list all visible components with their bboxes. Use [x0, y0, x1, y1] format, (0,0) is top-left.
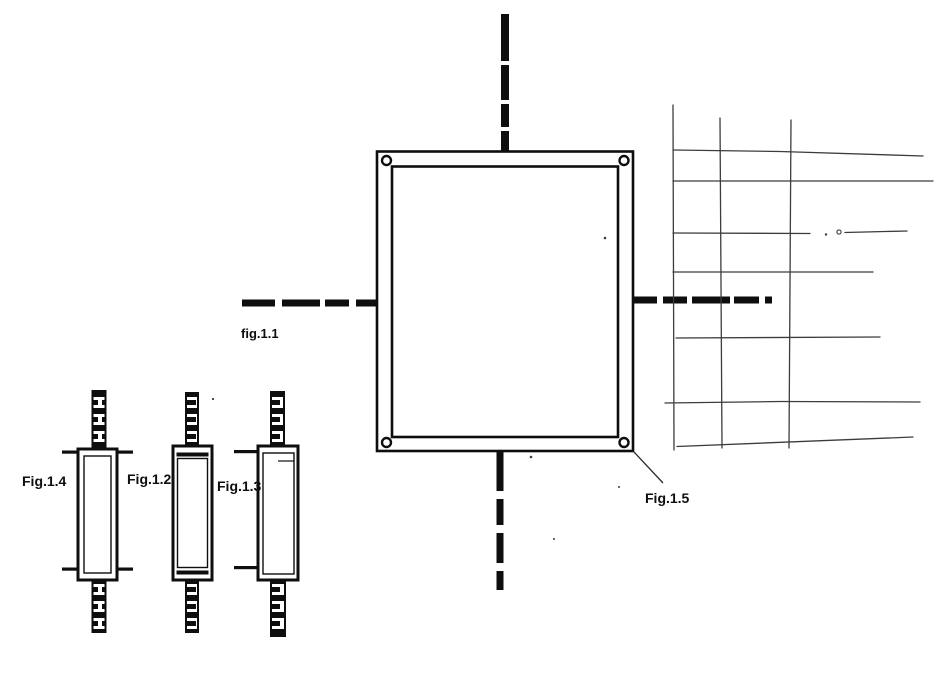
grid-horizontal-line: [675, 336, 881, 339]
grid-vertical-line: [788, 119, 792, 449]
speck: [211, 397, 215, 401]
grid-horizontal-line: [676, 436, 914, 448]
flange-top-left: [234, 450, 258, 454]
grid-horizontal-line: [672, 149, 924, 157]
label-fig-1-4: Fig.1.4: [22, 473, 67, 489]
grid-vertical-line: [719, 117, 723, 449]
label-fig-1-3: Fig.1.3: [217, 478, 262, 494]
component-fig-1-3: [234, 391, 300, 637]
corner-hole-bottom-right: [618, 436, 630, 449]
flange-bottom-right: [117, 567, 133, 571]
flange-bottom-left: [62, 567, 78, 571]
centerlines: [242, 14, 772, 590]
speck: [824, 233, 828, 236]
speck: [618, 486, 620, 488]
scan-specks: [211, 229, 842, 540]
label-fig-1-2: Fig.1.2: [127, 471, 172, 487]
threaded-rod-top: [185, 392, 199, 448]
component-body-inner-line: [176, 457, 209, 569]
end-cap-top: [176, 452, 209, 457]
corner-hole-top-left: [380, 154, 393, 167]
threaded-rod-top: [91, 390, 107, 450]
flange-top-left: [62, 450, 78, 454]
threaded-rod-top: [270, 391, 285, 448]
flange-bottom-left: [234, 566, 258, 570]
wall-grid: [664, 104, 934, 451]
speck: [529, 455, 533, 459]
center-plate-assembly: [375, 150, 635, 453]
label-fig-1-5: Fig.1.5: [645, 490, 690, 506]
threaded-rod-bottom: [270, 579, 286, 637]
component-body: [171, 444, 214, 582]
threaded-rod-bottom: [185, 579, 199, 633]
component-body-inner-line: [262, 452, 295, 575]
component-fig-1-4: [62, 390, 133, 633]
label-fig-1-1: fig.1.1: [241, 326, 279, 341]
speck: [603, 236, 607, 240]
grid-horizontal-line: [664, 400, 921, 404]
speck-ring: [836, 229, 842, 235]
fig-1-5-leader-line: [633, 451, 664, 484]
threaded-rod-bottom: [91, 579, 107, 633]
speck: [553, 538, 555, 540]
component-body-inner-line: [83, 455, 112, 574]
grid-horizontal-line: [672, 232, 811, 235]
flange-top-right: [117, 450, 133, 454]
grid-vertical-line: [672, 104, 675, 451]
grid-horizontal-line: [844, 230, 908, 234]
corner-hole-bottom-left: [380, 436, 393, 449]
end-cap-bottom: [176, 570, 209, 575]
component-fig-1-2: [171, 392, 214, 633]
component-body: [256, 444, 300, 582]
plate-inner-frame: [390, 165, 620, 439]
corner-hole-top-right: [618, 154, 630, 167]
